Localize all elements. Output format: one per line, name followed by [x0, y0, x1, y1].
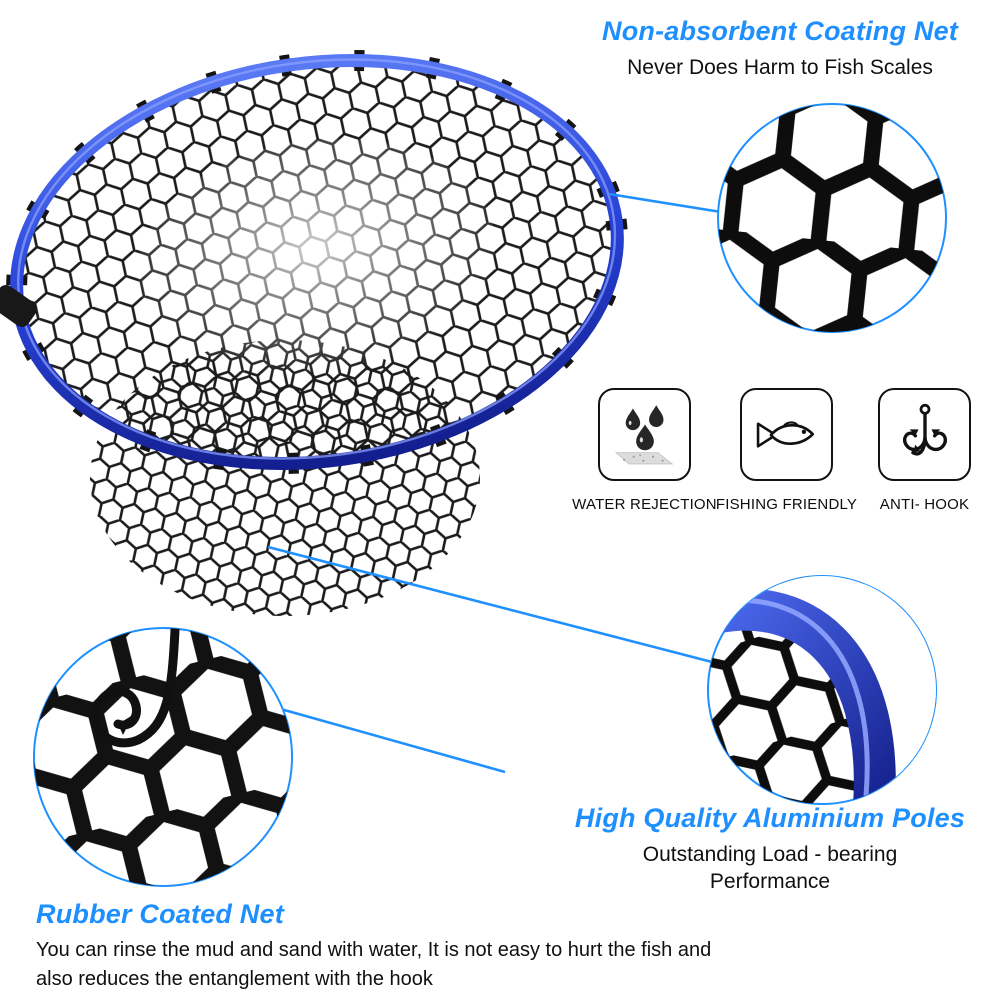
- poles-title: High Quality Aluminium Poles: [574, 803, 966, 833]
- callout-circle-poles: [707, 575, 937, 805]
- poles-subtitle: Outstanding Load - bearing Performance: [642, 843, 898, 894]
- rubber-description: You can rinse the mud and sand with wate…: [36, 939, 712, 990]
- rubber-callout: Rubber Coated Net You can rinse the mud …: [36, 899, 736, 994]
- feature-fishing-friendly: FISHING FRIENDLY: [716, 388, 857, 513]
- leader-line-coating: [608, 192, 722, 214]
- callout-circle-rubber: [33, 627, 293, 887]
- hook-closeup: [91, 628, 180, 748]
- treble-hook-icon: [902, 403, 947, 456]
- poles-callout: High Quality Aluminium Poles Outstanding…: [555, 803, 985, 896]
- feature-anti-hook: ANTI- HOOK: [878, 388, 971, 513]
- feature-label-water: WATER REJECTION: [572, 496, 717, 513]
- callout-circle-coating: [717, 103, 947, 333]
- fish-icon: [756, 420, 814, 448]
- leader-line-rubber: [269, 704, 506, 774]
- feature-label-fishing: FISHING FRIENDLY: [715, 496, 858, 513]
- coating-subtitle: Never Does Harm to Fish Scales: [627, 56, 933, 79]
- feature-water-rejection: WATER REJECTION: [572, 388, 717, 513]
- coating-title: Non-absorbent Coating Net: [602, 16, 958, 46]
- coating-callout: Non-absorbent Coating Net Never Does Har…: [575, 16, 985, 81]
- handle-yoke: [0, 285, 37, 327]
- leader-lines: [267, 192, 722, 774]
- net-hoop: [6, 50, 628, 474]
- leader-line-poles: [267, 545, 713, 664]
- water-drops-icon: [614, 404, 674, 464]
- rubber-title: Rubber Coated Net: [36, 899, 284, 929]
- feature-label-antihook: ANTI- HOOK: [879, 496, 970, 513]
